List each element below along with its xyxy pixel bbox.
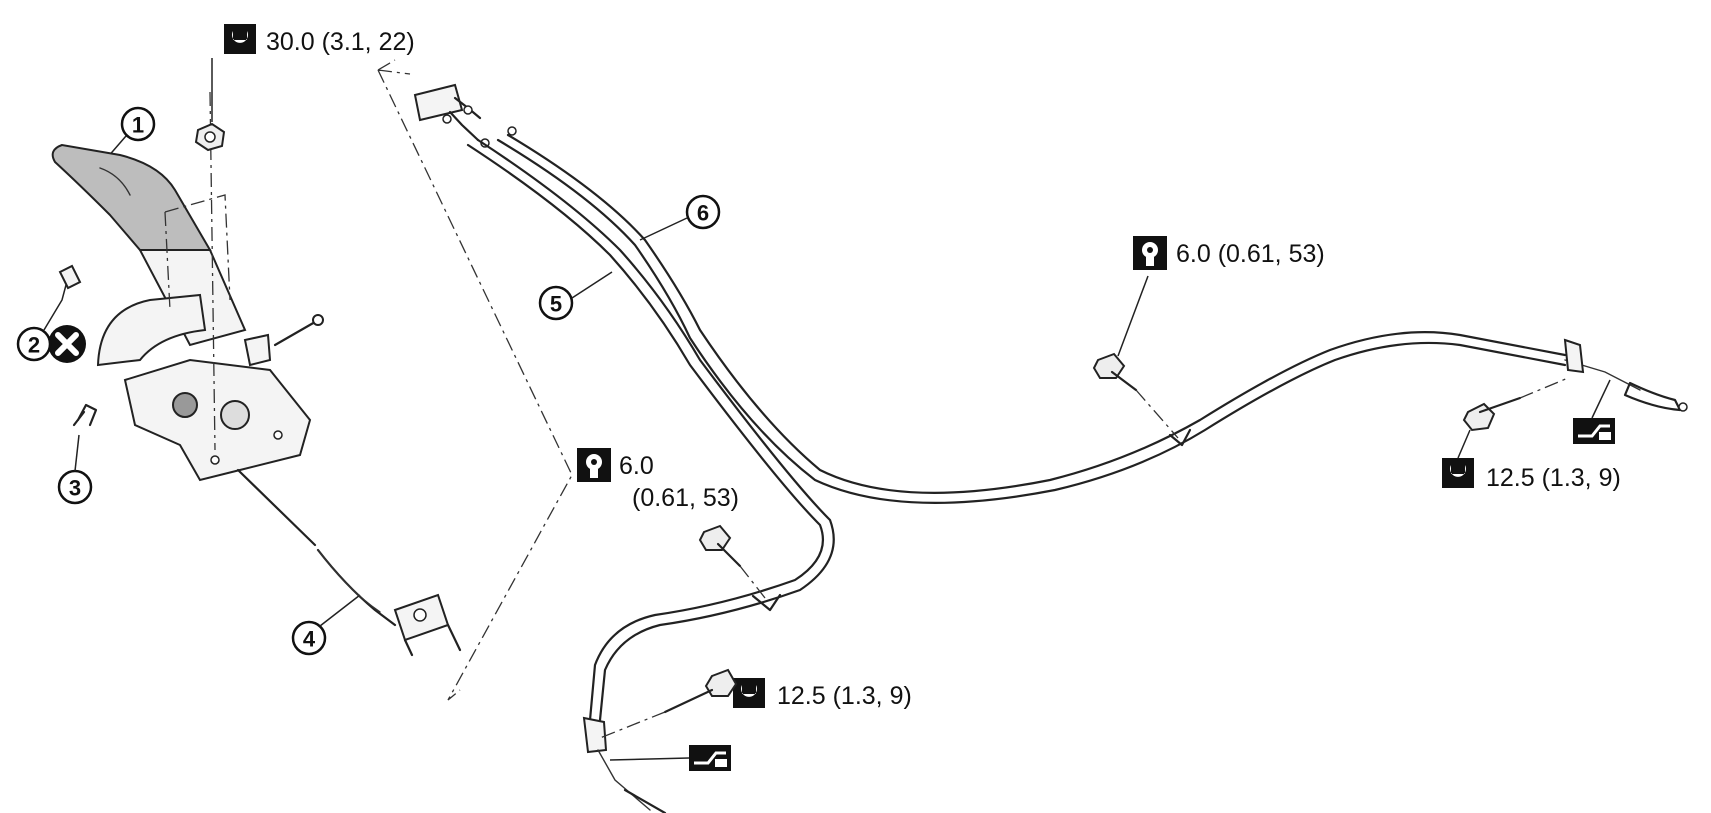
torque-label-bolt-cable-lower-units: (0.61, 53)	[632, 484, 739, 512]
guide-bolt-lower	[739, 565, 766, 599]
torque-wrench-precise-icon	[577, 448, 611, 482]
guide-bolt-end-right	[1519, 377, 1569, 399]
callout-1: 1	[120, 106, 156, 142]
callout-6: 6	[685, 194, 721, 230]
torque-label-bolt-cable-upper: 6.0 (0.61, 53)	[1176, 240, 1325, 268]
lock-clip	[58, 264, 82, 290]
parking-brake-lever	[51, 143, 324, 482]
cable-clamp-left	[751, 593, 782, 612]
leader-bolt-end-right	[1457, 429, 1471, 459]
svg-text:4: 4	[303, 627, 316, 652]
torque-label-bolt-cable-lower-value: 6.0	[619, 452, 654, 480]
torque-wrench-precise-icon	[1133, 236, 1167, 270]
cable-connection-guide	[377, 59, 573, 701]
svg-text:2: 2	[28, 333, 40, 358]
leader-bolt-upper	[1117, 275, 1149, 357]
callout-5: 5	[538, 285, 574, 321]
leader-5	[571, 271, 613, 299]
callout-3: 3	[57, 469, 93, 505]
grease-point-icon	[689, 745, 731, 771]
svg-text:1: 1	[132, 113, 144, 138]
cable-clamp-right	[1168, 428, 1192, 447]
parking-brake-switch	[72, 403, 98, 427]
torque-label-nut-lever: 30.0 (3.1, 22)	[266, 28, 415, 56]
lever-mounting-nut	[194, 122, 226, 152]
torque-wrench-icon	[733, 678, 765, 708]
leader-grease-left	[609, 757, 690, 761]
grease-point-icon	[1573, 418, 1615, 444]
torque-wrench-icon	[224, 24, 256, 54]
cable-bolt-lower	[698, 524, 742, 568]
callout-2: 2	[16, 326, 52, 362]
torque-wrench-icon	[1442, 458, 1474, 488]
guide-bolt-upper	[1135, 389, 1179, 439]
svg-text:6: 6	[697, 201, 709, 226]
non-reusable-part-icon	[48, 325, 86, 363]
cable-bolt-upper	[1092, 352, 1138, 392]
svg-text:3: 3	[69, 476, 81, 501]
guide-bolt-end-left	[599, 711, 666, 739]
leader-2	[43, 284, 67, 331]
leader-6	[639, 217, 688, 241]
callout-4: 4	[291, 620, 327, 656]
lever-guide-lines	[164, 91, 231, 451]
front-cable	[236, 468, 462, 657]
cable-end-bolt-right	[1462, 396, 1522, 432]
rear-cable-right	[496, 133, 1688, 504]
svg-text:5: 5	[550, 292, 562, 317]
torque-label-bolt-cable-end-left: 12.5 (1.3, 9)	[777, 682, 912, 710]
cable-connectors	[413, 83, 517, 148]
leader-3	[74, 434, 80, 472]
cable-end-bolt-left	[663, 668, 738, 714]
leader-grease-right	[1591, 379, 1611, 419]
torque-label-bolt-cable-end-right: 12.5 (1.3, 9)	[1486, 464, 1621, 492]
leader-4	[319, 594, 361, 627]
rear-cable-left	[466, 138, 835, 813]
